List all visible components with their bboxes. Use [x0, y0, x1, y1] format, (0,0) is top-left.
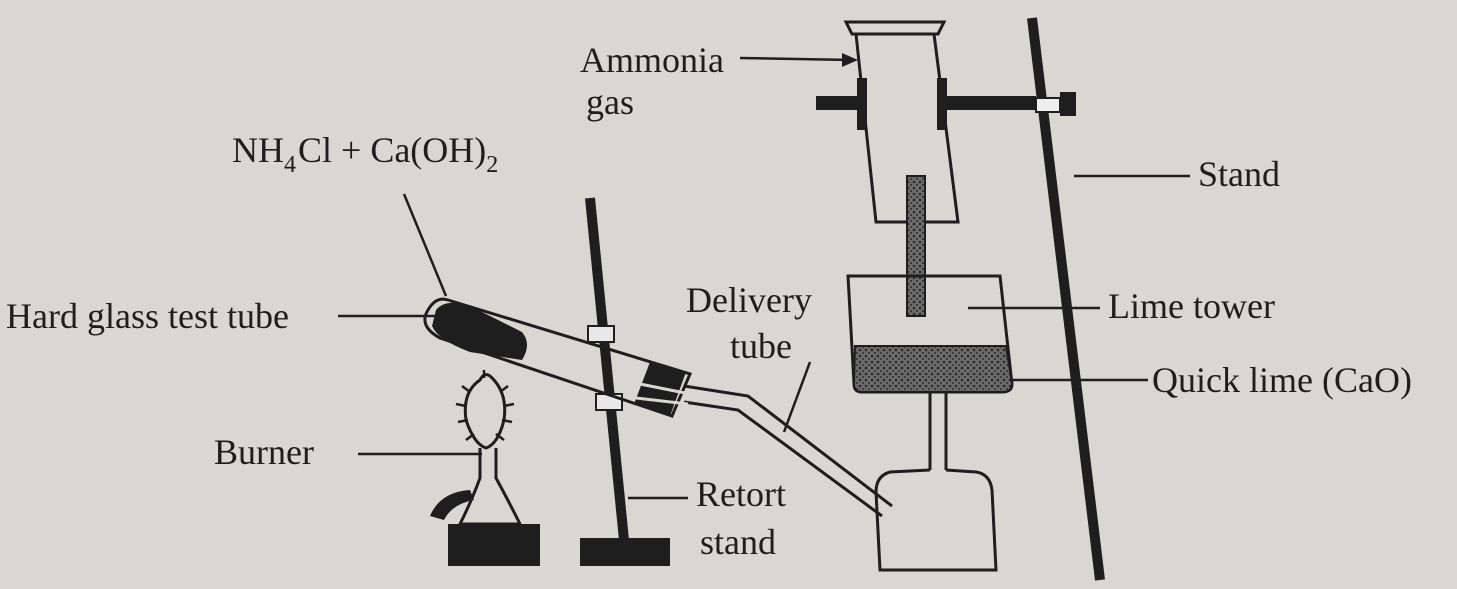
label-stand: Stand	[1198, 154, 1280, 194]
label-burner: Burner	[214, 432, 314, 472]
retort-stand	[580, 197, 670, 566]
lime-tower	[846, 274, 1014, 470]
label-quick-lime: Quick lime (CaO)	[1152, 360, 1412, 400]
hard-glass-test-tube	[423, 297, 693, 418]
label-lime-tower: Lime tower	[1108, 286, 1275, 326]
bottom-flask	[874, 468, 998, 572]
delivery-tube	[683, 384, 893, 518]
label-ammonia-gas-line1: Ammonia	[580, 40, 724, 80]
label-delivery-tube-line1: Delivery	[686, 280, 812, 320]
leader-lines	[338, 53, 1190, 500]
label-reactants: NH4Cl + Ca(OH)2	[232, 130, 498, 178]
label-retort-stand-line2: stand	[700, 522, 776, 562]
burner	[430, 370, 540, 566]
label-ammonia-gas-line2: gas	[586, 82, 634, 122]
quick-lime-layer	[852, 345, 1014, 393]
label-retort-stand-line1: Retort	[696, 474, 786, 514]
reactant-mixture	[432, 302, 527, 360]
flame-icon	[463, 373, 507, 450]
label-hard-glass-test-tube: Hard glass test tube	[6, 296, 289, 336]
label-delivery-tube-line2: tube	[730, 326, 792, 366]
connecting-tube	[906, 175, 926, 317]
